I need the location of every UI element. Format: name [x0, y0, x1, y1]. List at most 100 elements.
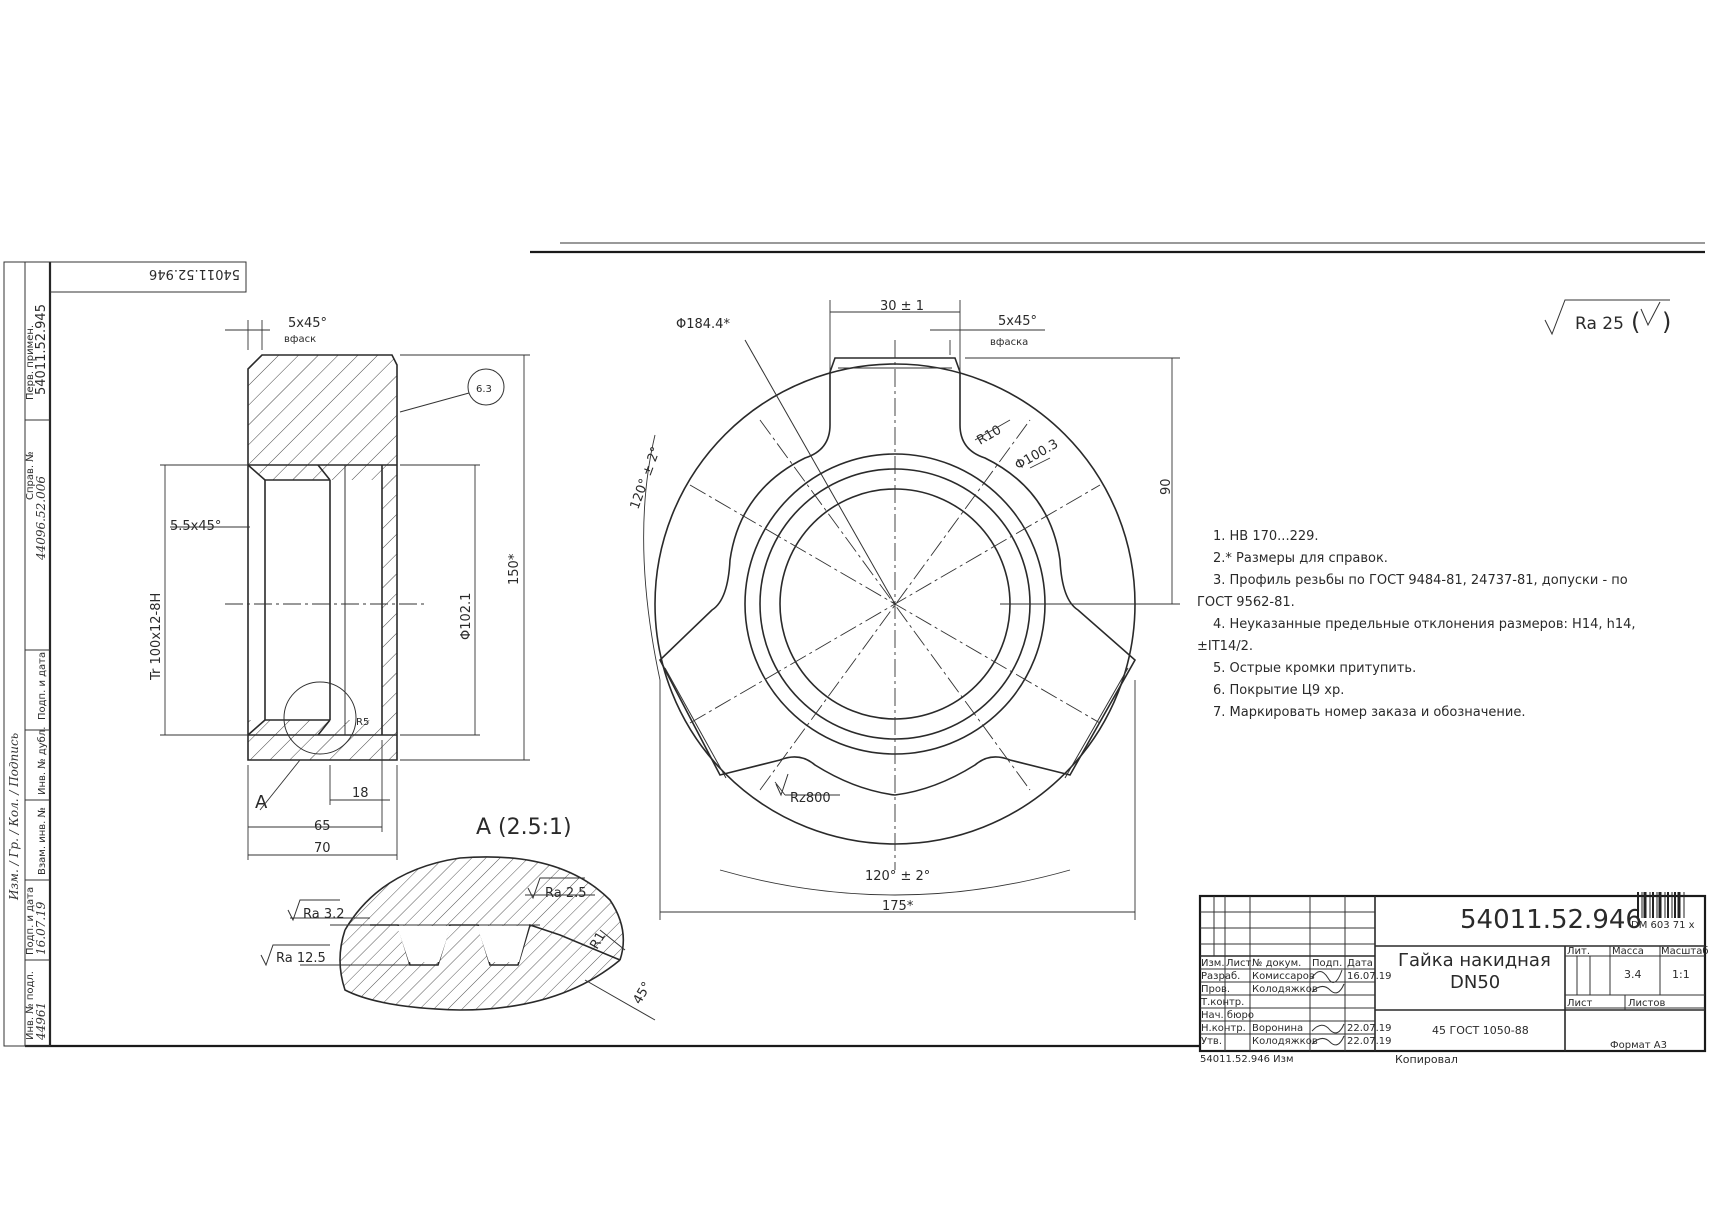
strip-handwritten: Изм. / Гр. / Кол. / Подпись	[7, 733, 21, 901]
detail-ra-125: Ra 12.5	[276, 951, 326, 966]
detail-r1: R1	[587, 930, 609, 952]
detail-angle: 45°	[630, 980, 655, 1007]
detail-ra-25: Ra 2.5	[545, 886, 587, 901]
front-view	[654, 339, 1137, 870]
detail-view	[290, 856, 656, 1021]
front-chamfer-sub: вфаска	[990, 337, 1028, 348]
front-width-30: 30 ± 1	[880, 299, 924, 314]
front-angle-bottom: 120° ± 2°	[865, 869, 930, 884]
strip-podp-date-1: Подп. и дата	[37, 652, 48, 720]
section-r5: R5	[356, 717, 369, 728]
material: 45 ГОСТ 1050-88	[1432, 1024, 1529, 1037]
general-roughness: Ra 25	[1575, 314, 1624, 334]
strip-sprav-label: Справ. №	[25, 451, 36, 500]
paren-open-icon: (	[1631, 308, 1640, 336]
section-width-65: 65	[314, 819, 331, 834]
barcode-icon	[1637, 892, 1685, 918]
left-strip	[3, 261, 247, 1047]
ra-mark-25	[527, 877, 585, 900]
strip-sprav-value: 44096.52.006	[34, 476, 48, 561]
tb-role-5: Н.контр.	[1201, 1023, 1246, 1034]
general-roughness-mark	[1544, 299, 1670, 336]
ra-mark-32	[287, 899, 340, 922]
section-diam-inner: Φ102.1	[459, 593, 474, 640]
tb-date-1: 16.07.19	[1347, 971, 1392, 982]
note-4: 4. Неуказанные предельные отклонения раз…	[1213, 617, 1636, 632]
tb-role-2: Пров.	[1201, 984, 1230, 995]
copied-label: Копировал	[1395, 1053, 1458, 1066]
title-line-2: DN50	[1450, 972, 1500, 993]
strip-date-value: 16.07.19	[34, 901, 48, 955]
paren-close-icon: )	[1662, 308, 1671, 336]
front-dimensions	[643, 300, 1180, 920]
format-label: Формат А3	[1610, 1040, 1667, 1051]
strip-inv-value: 44961	[34, 1002, 48, 1041]
tb-date-6: 22.07.19	[1347, 1036, 1392, 1047]
section-view	[225, 354, 505, 761]
tb-header-list: Лист	[1226, 958, 1252, 969]
tb-header-date: Дата	[1347, 958, 1373, 969]
note-1: 1. НВ 170...229.	[1213, 529, 1319, 544]
tb-name-5: Воронина	[1252, 1023, 1303, 1034]
section-height: 150*	[507, 553, 522, 585]
front-dia-outer: Φ184.4*	[676, 317, 730, 332]
section-width-70: 70	[314, 841, 331, 856]
section-chamfer-top-sub: вфаск	[284, 334, 316, 345]
note-7: 7. Маркировать номер заказа и обозначени…	[1213, 705, 1525, 720]
front-r10: R10	[975, 423, 1005, 449]
section-chamfer-inner: 5.5x45°	[170, 519, 221, 534]
tb-name-2: Колодяжков	[1252, 984, 1318, 995]
tb-header-sign: Подп.	[1312, 958, 1342, 969]
tb-header-doc: № докум.	[1252, 958, 1301, 969]
front-width-175: 175*	[882, 899, 914, 914]
strip-inv-dubl: Инв. № дубл.	[37, 727, 48, 795]
stamp-small: 54011.52.946 Изм	[1200, 1054, 1294, 1065]
barcode-text: DM 603 71 x	[1631, 920, 1695, 931]
drawing-number: 54011.52.946	[1460, 905, 1642, 935]
front-dim-90: 90	[1159, 478, 1174, 495]
tb-header-izm: Изм.	[1201, 958, 1225, 969]
tb-role-1: Разраб.	[1201, 971, 1240, 982]
front-rz: Rz800	[790, 791, 831, 806]
section-callout-a: A	[255, 792, 268, 813]
note-3: 3. Профиль резьбы по ГОСТ 9484-81, 24737…	[1213, 573, 1628, 588]
strip-vzam: Взам. инв. №	[37, 807, 48, 875]
section-dimensions	[160, 320, 530, 860]
section-chamfer-top: 5x45°	[288, 316, 327, 331]
section-thread: Tr 100x12-8H	[149, 593, 164, 681]
section-roughness-callout: 6.3	[476, 384, 492, 395]
signature-1	[1311, 969, 1343, 983]
note-6: 6. Покрытие Ц9 хр.	[1213, 683, 1344, 698]
detail-ra-32: Ra 3.2	[303, 907, 345, 922]
detail-label: A (2.5:1)	[476, 815, 572, 840]
tb-role-6: Утв.	[1201, 1036, 1222, 1047]
signature-3	[1311, 1023, 1345, 1034]
strip-perv-value: 54011.52.945	[34, 304, 49, 395]
tb-role-3: Т.контр.	[1200, 997, 1244, 1008]
title-line-1: Гайка накидная	[1398, 950, 1551, 971]
sheet-label: Лист	[1567, 998, 1593, 1009]
signature-4	[1311, 1035, 1345, 1046]
note-3b: ГОСТ 9562-81.	[1197, 595, 1295, 610]
signature-2	[1311, 983, 1345, 994]
note-2: 2.* Размеры для справок.	[1213, 551, 1388, 566]
roughness-check-icon	[1640, 301, 1661, 327]
front-dia-inner: Φ100.3	[1013, 437, 1062, 474]
section-dim-18: 18	[352, 786, 369, 801]
title-block	[1198, 894, 1707, 1053]
front-chamfer: 5x45°	[998, 314, 1037, 329]
strip-perv-label: Перв. примен.	[25, 325, 36, 400]
tb-name-6: Колодяжков	[1252, 1036, 1318, 1047]
note-5: 5. Острые кромки притупить.	[1213, 661, 1416, 676]
ra-mark-125	[260, 944, 330, 967]
strip-inv-podl: Инв. № подл.	[25, 971, 36, 1040]
sheets-label: Листов	[1628, 998, 1665, 1009]
tb-date-5: 22.07.19	[1347, 1023, 1392, 1034]
strip-podp-date-2: Подп. и дата	[25, 887, 36, 955]
lit-label: Лит.	[1567, 946, 1590, 957]
mirrored-number: 54011.52.946	[149, 266, 240, 281]
mass-value: 3.4	[1624, 968, 1642, 981]
front-angle-left: 120° ± 2°	[628, 445, 664, 511]
mass-label: Масса	[1612, 946, 1644, 957]
